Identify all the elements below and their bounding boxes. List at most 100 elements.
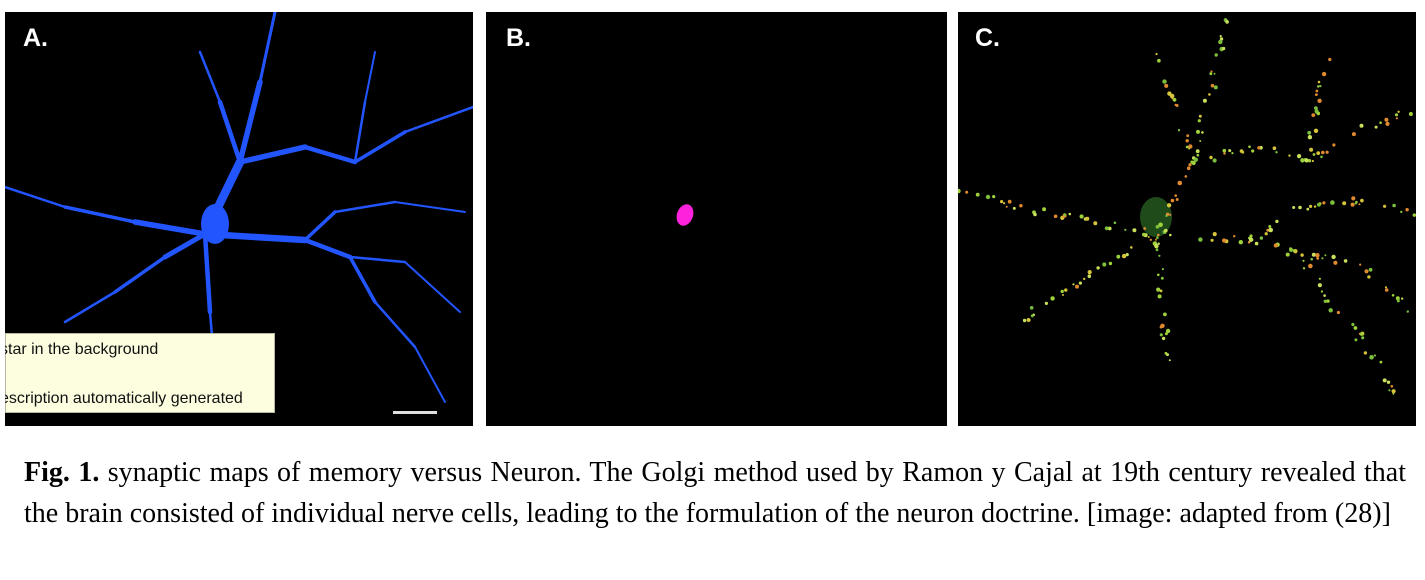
synapse-puncta <box>1249 234 1253 238</box>
synapse-puncta <box>1395 117 1398 120</box>
synapse-puncta <box>1050 296 1055 301</box>
synapse-puncta <box>1364 269 1369 274</box>
synapse-puncta <box>1405 208 1409 212</box>
synapse-puncta <box>1201 131 1204 134</box>
synapse-puncta <box>1231 152 1234 155</box>
dendrite-segment <box>348 255 407 264</box>
synapse-puncta <box>1323 294 1326 297</box>
synapse-puncta <box>1214 53 1218 57</box>
synapse-puncta <box>1247 240 1251 244</box>
synapse-puncta <box>1369 355 1374 360</box>
synapse-puncta <box>1315 253 1320 258</box>
synapse-puncta <box>1298 205 1302 210</box>
synapse-puncta <box>975 192 980 197</box>
synapse-puncta <box>1233 235 1236 238</box>
synapse-puncta <box>1163 312 1167 317</box>
figure-caption: Fig. 1. synaptic maps of memory versus N… <box>24 452 1406 534</box>
synapse-puncta <box>1311 252 1316 257</box>
synapse-puncta <box>1210 70 1213 73</box>
synapse-puncta <box>1164 332 1168 336</box>
dendrite-segment <box>217 99 243 165</box>
synapse-puncta <box>1165 214 1168 218</box>
synapse-puncta <box>1248 145 1251 148</box>
synapse-puncta <box>1197 119 1201 123</box>
synapse-puncta <box>1209 155 1213 160</box>
figure-label: Fig. 1. <box>24 457 100 488</box>
synapse-puncta <box>1316 257 1320 260</box>
synapse-puncta <box>1030 314 1034 318</box>
synapse-puncta <box>1321 150 1325 155</box>
synapse-puncta <box>1198 114 1202 118</box>
synapse-puncta <box>1300 158 1303 162</box>
synapse-puncta <box>1169 233 1172 237</box>
synapse-puncta <box>1165 328 1171 334</box>
dendrite-segment <box>302 144 358 165</box>
synapse-puncta <box>1353 326 1358 330</box>
synapse-puncta <box>1160 276 1164 280</box>
synapse-puncta <box>1121 253 1127 259</box>
synapse-puncta <box>1029 306 1034 310</box>
synapse-puncta <box>1228 149 1232 153</box>
synapse-puncta <box>1085 216 1090 221</box>
synapse-puncta <box>1273 243 1278 248</box>
synapse-puncta <box>1310 257 1313 261</box>
synapse-puncta <box>1391 294 1395 297</box>
synapse-puncta <box>1174 194 1177 197</box>
synapse-puncta <box>1147 236 1150 238</box>
synapse-puncta <box>1384 286 1388 289</box>
synapse-puncta <box>1158 254 1161 257</box>
synapse-puncta <box>1302 259 1305 262</box>
dendrite-segment <box>303 210 337 242</box>
synapse-puncta <box>1320 155 1323 159</box>
synapse-puncta <box>1315 93 1318 96</box>
synapse-puncta <box>1302 267 1306 270</box>
synapse-puncta <box>1019 204 1023 208</box>
synapse-puncta <box>1385 121 1390 126</box>
synapse-puncta <box>1292 206 1296 209</box>
synapse-puncta <box>1184 175 1188 178</box>
synapse-puncta <box>1044 301 1048 305</box>
synapse-puncta <box>1395 296 1400 301</box>
synapse-puncta <box>1311 113 1316 117</box>
synapse-puncta <box>1188 144 1193 149</box>
synapse-puncta <box>1320 290 1323 293</box>
synapse-puncta <box>1157 242 1160 245</box>
synapse-puncta <box>1195 149 1200 154</box>
synapse-puncta <box>1209 72 1213 76</box>
synapse-puncta <box>1248 237 1254 242</box>
synapse-map-image <box>958 18 1416 395</box>
synapse-puncta <box>1186 166 1191 170</box>
synapse-puncta <box>1000 200 1004 204</box>
synapse-puncta <box>1367 275 1371 279</box>
synapse-puncta <box>1188 163 1192 167</box>
synapse-puncta <box>992 195 996 199</box>
synapse-puncta <box>1388 389 1391 392</box>
synapse-puncta <box>1003 202 1006 205</box>
synapse-puncta <box>1022 318 1027 323</box>
synapse-puncta <box>1169 213 1172 216</box>
synapse-puncta <box>1212 158 1217 163</box>
synapse-puncta <box>1359 332 1364 336</box>
synapse-puncta <box>1312 153 1316 156</box>
dendrite-segment <box>373 300 417 349</box>
synapse-puncta <box>1254 241 1259 246</box>
synapse-puncta <box>1186 134 1190 138</box>
synapse-puncta <box>1063 213 1067 217</box>
synapse-puncta <box>1313 128 1319 133</box>
synapse-puncta <box>1392 203 1396 208</box>
cell-body <box>201 204 229 244</box>
panel-label-c: C. <box>975 24 1000 52</box>
dendrite-segment <box>5 185 67 209</box>
synapse-puncta <box>1239 149 1244 153</box>
synapse-puncta <box>1317 98 1322 104</box>
synapse-puncta <box>1408 112 1413 116</box>
synapse-puncta <box>1079 214 1084 219</box>
synapse-puncta <box>1374 125 1378 129</box>
synapse-puncta <box>1272 146 1277 150</box>
synapse-puncta <box>1157 233 1160 237</box>
synapse-puncta <box>1198 237 1203 242</box>
synapse-puncta <box>1108 261 1113 266</box>
synapse-puncta <box>1358 203 1361 206</box>
synapse-puncta <box>1096 266 1100 270</box>
synapse-puncta <box>1333 260 1338 265</box>
